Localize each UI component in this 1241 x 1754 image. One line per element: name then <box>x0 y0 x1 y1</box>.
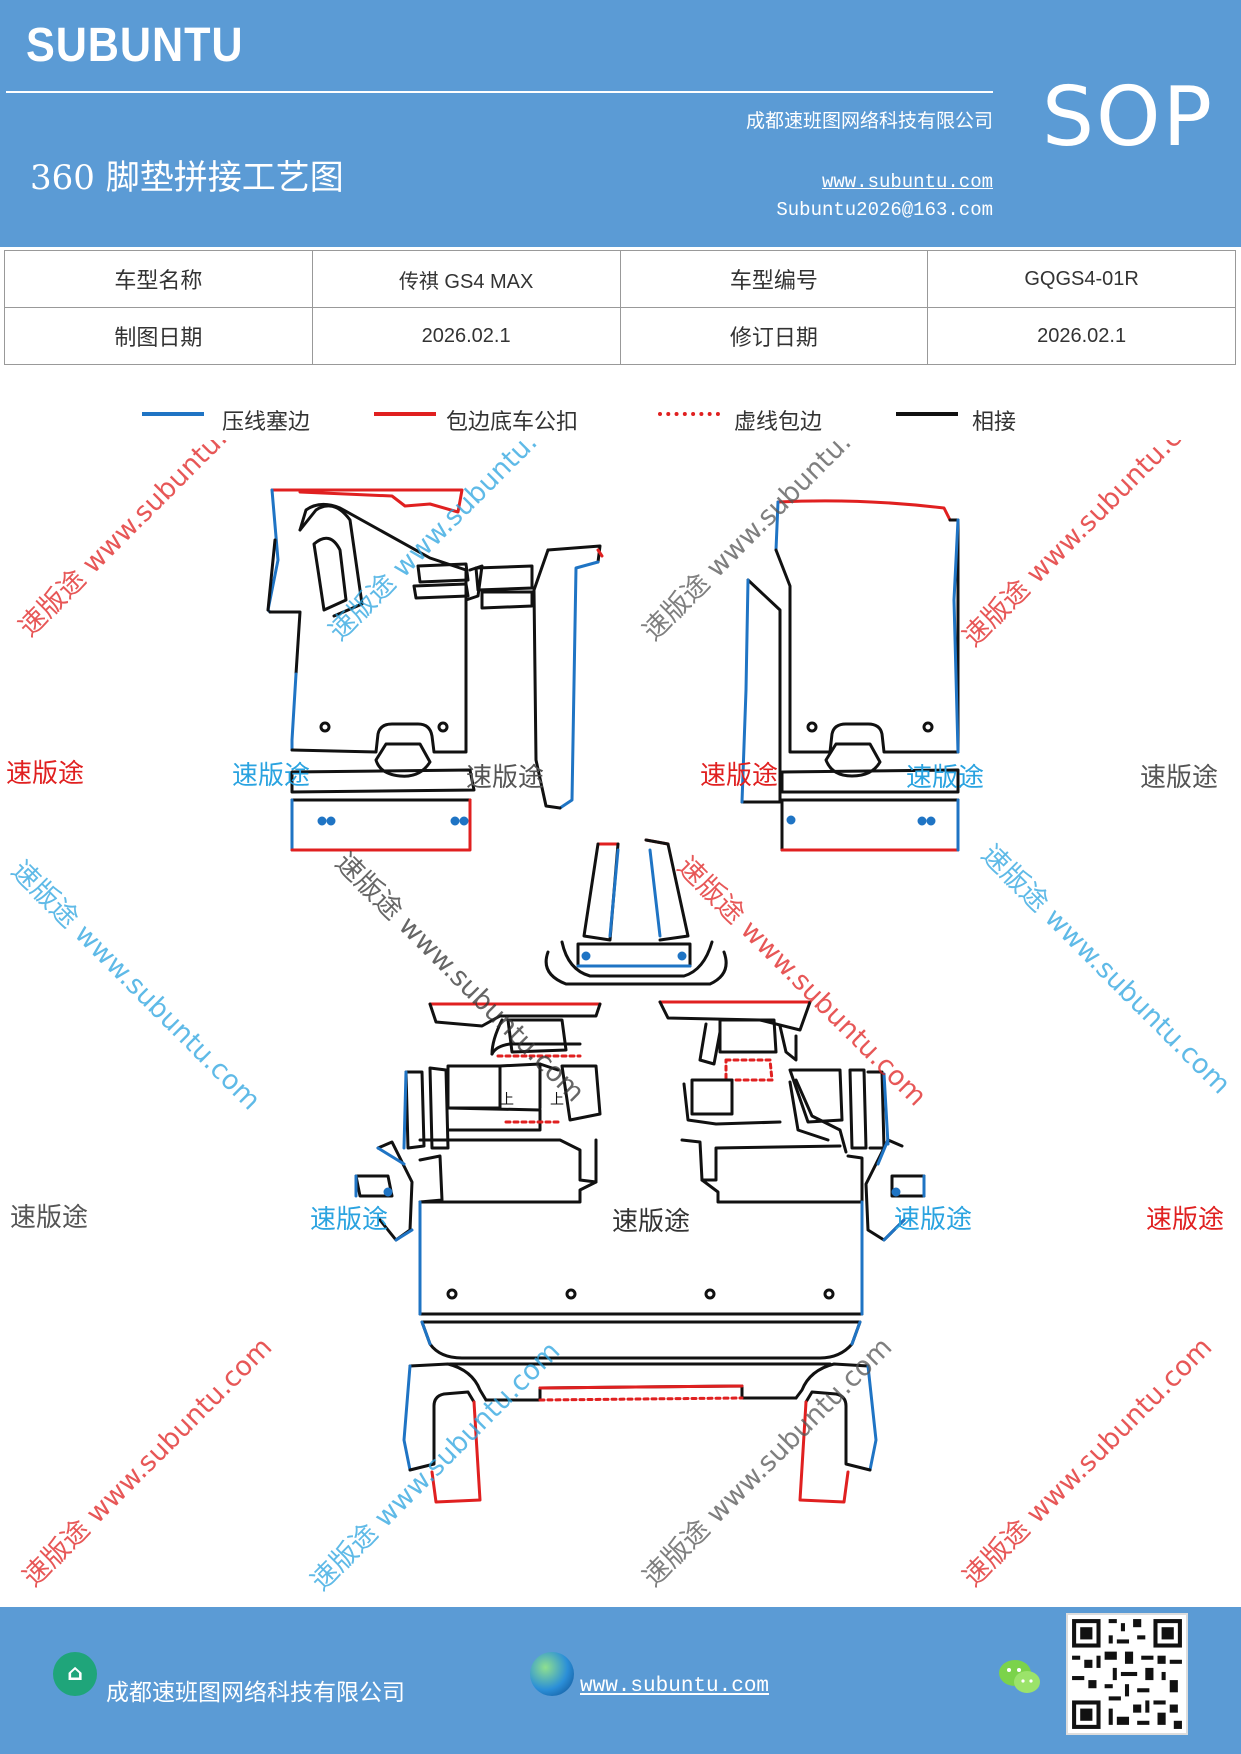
table-row: 车型名称 传祺 GS4 MAX 车型编号 GQGS4-01R <box>4 250 1236 308</box>
watermark: 速版途 www.subuntu.com <box>5 855 266 1116</box>
watermark: 速版途 <box>612 1207 690 1237</box>
footer: ⌂ 成都速班图网络科技有限公司 www.subuntu.com <box>0 1607 1241 1754</box>
legend-swatch-dotted-wrap <box>658 412 720 416</box>
watermark: 速版途 <box>700 761 778 791</box>
globe-icon <box>530 1652 574 1696</box>
watermark: 速版途 <box>1146 1205 1224 1235</box>
value-revision-date: 2026.02.1 <box>927 307 1236 365</box>
part-label-up-right: 上 <box>550 1092 564 1108</box>
watermarks-horizontal: 速版途 速版途 速版途 速版途 速版途 速版途 速版途 速版途 速版途 速版途 … <box>6 759 1224 1237</box>
legend-label-wrap-clip: 包边底车公扣 <box>446 410 579 435</box>
legend-label-press-edge: 压线塞边 <box>222 410 311 435</box>
header-website-link[interactable]: www.subuntu.com <box>821 171 993 193</box>
watermark: 速版途 <box>10 1203 88 1233</box>
value-draw-date: 2026.02.1 <box>311 307 621 365</box>
footer-website-link[interactable]: www.subuntu.com <box>580 1675 770 1698</box>
sop-badge: SOP <box>1042 70 1215 165</box>
watermark: 速版途 <box>906 763 984 793</box>
header: SUBUNTU 成都速班图网络科技有限公司 360 脚垫拼接工艺图 www.su… <box>0 0 1241 247</box>
legend-swatch-press-edge <box>142 412 204 416</box>
floor-mat-diagram: 上 上 速版途 速版途 速版途 速版途 速版途 速版途 速版途 速版途 速版途 … <box>5 440 1236 1597</box>
watermark: 速版途 www.subuntu.com <box>637 440 898 647</box>
watermark: 速版途 www.subuntu.com <box>957 440 1218 653</box>
footer-company: 成都速班图网络科技有限公司 <box>106 1680 405 1706</box>
watermark: 速版途 <box>1140 763 1218 793</box>
label-revision-date: 修订日期 <box>619 307 929 365</box>
watermark: 速版途 www.subuntu.com <box>975 839 1236 1100</box>
legend-swatch-joint <box>896 412 958 416</box>
watermarks-diagonal: 速版途 www.subuntu.com 速版途 www.subuntu.com … <box>5 440 1236 1597</box>
driver-mat <box>266 488 476 852</box>
rear-mat <box>354 1000 926 1504</box>
qr-code-icon[interactable] <box>1066 1613 1188 1735</box>
watermark: 速版途 www.subuntu.com <box>329 847 590 1108</box>
watermark: 速版途 www.subuntu.com <box>957 1332 1218 1593</box>
value-model-code: GQGS4-01R <box>927 250 1236 308</box>
watermark: 速版途 <box>894 1205 972 1235</box>
watermark: 速版途 <box>310 1205 388 1235</box>
vehicle-info-table: 车型名称 传祺 GS4 MAX 车型编号 GQGS4-01R 制图日期 2026… <box>4 250 1236 365</box>
watermark: 速版途 <box>466 763 544 793</box>
watermark: 速版途 <box>6 759 84 789</box>
part-label-up-left: 上 <box>500 1092 514 1108</box>
label-model-name: 车型名称 <box>4 250 313 308</box>
legend: 压线塞边 包边底车公扣 虚线包边 相接 <box>0 398 1241 438</box>
value-model-name: 传祺 GS4 MAX <box>311 250 621 308</box>
header-divider <box>6 91 993 93</box>
label-model-code: 车型编号 <box>619 250 929 308</box>
wechat-icon[interactable] <box>996 1657 1044 1697</box>
watermark: 速版途 www.subuntu.com <box>671 851 932 1112</box>
building-icon: ⌂ <box>53 1652 97 1696</box>
rear-hump <box>544 838 728 986</box>
watermark: 速版途 www.subuntu.com <box>305 1336 566 1597</box>
watermark: 速版途 www.subuntu.com <box>637 1332 898 1593</box>
legend-label-dotted-wrap: 虚线包边 <box>734 410 823 435</box>
watermark: 速版途 www.subuntu.com <box>13 440 274 643</box>
tunnel-pieces <box>412 562 534 610</box>
document-title: 360 脚垫拼接工艺图 <box>30 158 344 198</box>
brand-logo: SUBUNTU <box>26 19 244 72</box>
label-draw-date: 制图日期 <box>4 307 313 365</box>
passenger-mat <box>740 499 960 852</box>
legend-label-joint: 相接 <box>972 410 1017 435</box>
watermark: 速版途 www.subuntu.com <box>323 440 584 647</box>
legend-swatch-wrap-clip <box>374 412 436 416</box>
center-strip <box>532 544 604 810</box>
watermark: 速版途 <box>232 761 310 791</box>
header-company: 成都速班图网络科技有限公司 <box>745 110 993 132</box>
watermark: 速版途 www.subuntu.com <box>17 1332 278 1593</box>
header-email: Subuntu2026@163.com <box>776 199 993 221</box>
table-row: 制图日期 2026.02.1 修订日期 2026.02.1 <box>4 307 1236 365</box>
